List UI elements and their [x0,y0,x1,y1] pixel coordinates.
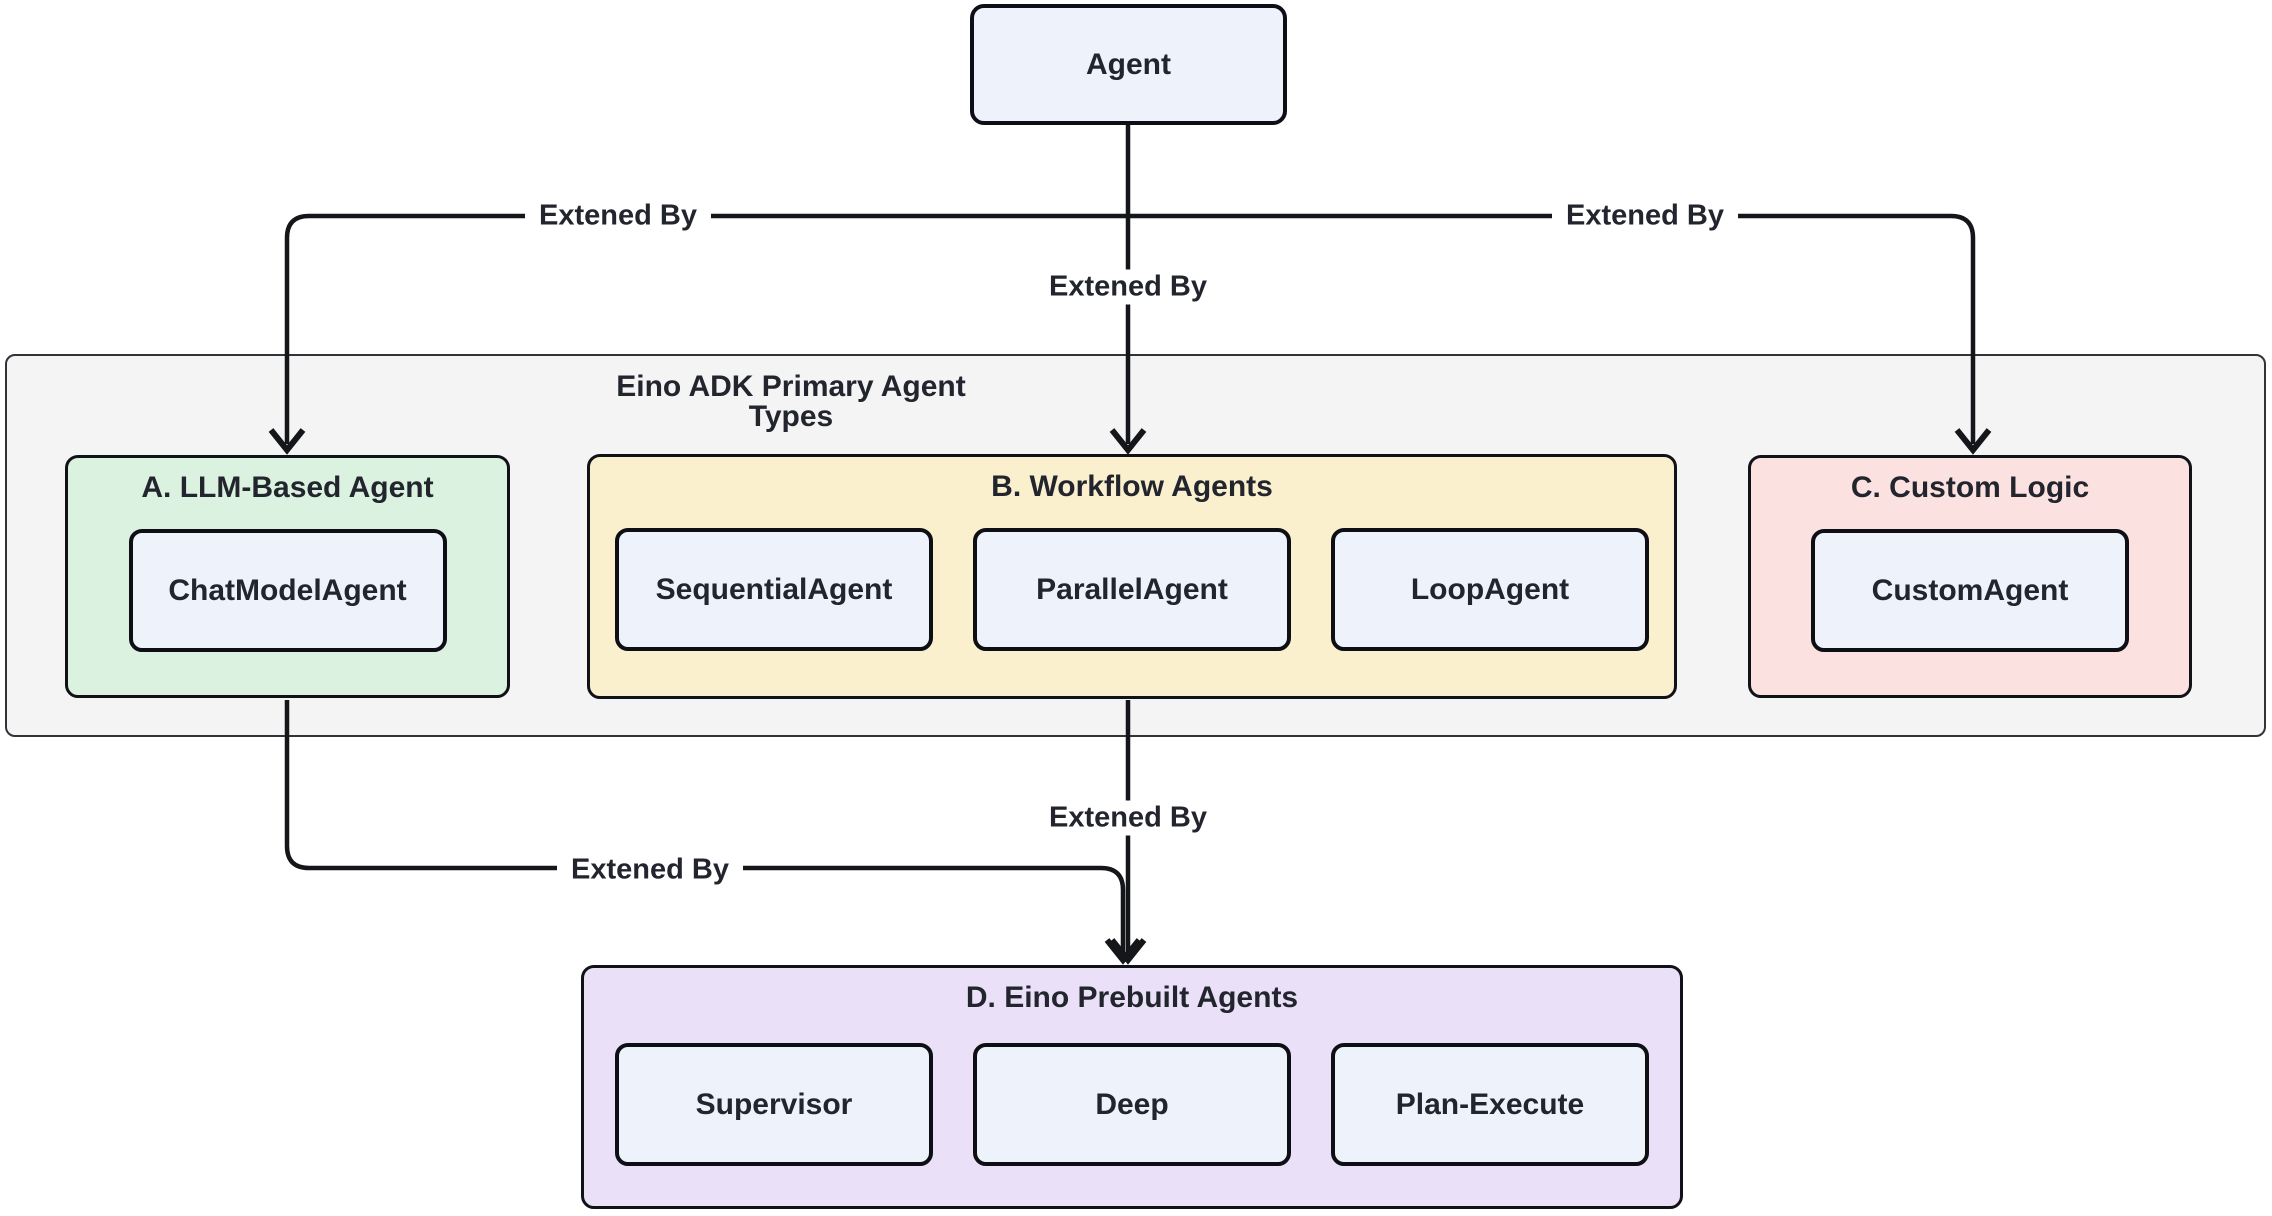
edge-agent-to-llm [284,213,1128,444]
arrowhead-custom-icon [1954,428,1992,455]
arrowhead-prebuilt-left-icon [1104,938,1142,965]
group-prebuilt-title: D. Eino Prebuilt Agents [965,981,1299,1014]
group-workflow-children: SequentialAgent ParallelAgent LoopAgent [590,528,1674,651]
edge-label-agent-custom: Extened By [1552,198,1738,234]
group-eino-prebuilt-agents: D. Eino Prebuilt Agents Supervisor Deep … [581,965,1683,1209]
node-supervisor: Supervisor [615,1043,933,1166]
group-custom-logic: C. Custom Logic CustomAgent [1748,455,2192,698]
node-agent: Agent [970,4,1287,125]
node-parallelagent: ParallelAgent [973,528,1291,651]
edge-label-workflow-prebuilt: Extened By [1035,800,1221,836]
edge-label-llm-prebuilt: Extened By [557,852,743,888]
node-loopagent: LoopAgent [1331,528,1649,651]
group-prebuilt-children: Supervisor Deep Plan-Execute [584,1043,1680,1166]
node-customagent: CustomAgent [1811,529,2129,652]
edge-llm-to-prebuilt [284,700,1126,954]
arrowhead-workflow-icon [1109,428,1147,455]
node-deep: Deep [973,1043,1291,1166]
arrowhead-llm-icon [268,428,306,455]
cluster-title: Eino ADK Primary Agent Types [616,370,966,433]
edge-label-agent-llm: Extened By [525,198,711,234]
edge-agent-to-custom [1128,213,1976,444]
group-llm-children: ChatModelAgent [68,529,507,652]
group-workflow-agents: B. Workflow Agents SequentialAgent Paral… [587,454,1677,699]
arrowhead-prebuilt-right-icon [1109,938,1147,965]
group-llm-based-agent: A. LLM-Based Agent ChatModelAgent [65,455,510,698]
node-chatmodelagent: ChatModelAgent [128,529,447,652]
node-sequentialagent: SequentialAgent [615,528,933,651]
group-llm-title: A. LLM-Based Agent [141,471,434,504]
node-plan-execute: Plan-Execute [1331,1043,1649,1166]
edge-label-agent-workflow: Extened By [1035,269,1221,305]
group-workflow-title: B. Workflow Agents [991,470,1273,503]
group-custom-children: CustomAgent [1751,529,2189,652]
group-custom-title: C. Custom Logic [1850,471,2090,504]
